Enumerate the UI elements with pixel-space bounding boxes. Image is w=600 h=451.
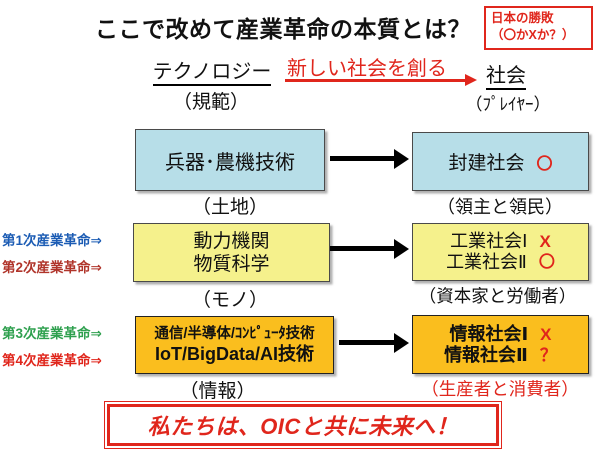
header-technology: テクノロジー bbox=[152, 55, 272, 86]
caption-lords-people: （領主と領民） bbox=[437, 197, 563, 217]
black-arrow-3-icon bbox=[339, 340, 394, 345]
red-arrow-icon bbox=[285, 79, 465, 82]
header-society: 社会 bbox=[482, 59, 530, 90]
society-feudal-mark: 〇 bbox=[536, 155, 553, 173]
japan-winloss-line2: （〇かXか？） bbox=[491, 28, 575, 42]
black-arrow-1-icon bbox=[330, 156, 394, 161]
caption-goods: （モノ） bbox=[191, 290, 268, 311]
caption-capitalists-workers: （資本家と労働者） bbox=[418, 286, 577, 306]
society-box-feudal: 封建社会 〇 bbox=[412, 132, 589, 191]
black-arrow-2-icon bbox=[330, 246, 394, 251]
header-technology-label: テクノロジー bbox=[152, 61, 272, 86]
tech-industrial-line2: 物質科学 bbox=[193, 253, 270, 275]
society-information-line1: 情報社会Ⅰ X bbox=[449, 324, 551, 345]
society-industrial1-mark: X bbox=[539, 232, 551, 251]
society-industrial1-label: 工業社会Ⅰ bbox=[450, 231, 528, 251]
page-title: ここで改めて産業革命の本質とは？ bbox=[95, 16, 471, 42]
label-revolution-1: 第1次産業革命⇒ bbox=[2, 233, 102, 248]
society-box-information: 情報社会Ⅰ X 情報社会Ⅱ ？ bbox=[412, 315, 589, 374]
tech-information-line2: IoT/BigData/AI技術 bbox=[154, 344, 314, 364]
society-box-feudal-line: 封建社会 〇 bbox=[448, 148, 552, 175]
header-slogan: 新しい社会を創る bbox=[287, 58, 447, 80]
society-feudal-label: 封建社会 bbox=[448, 153, 525, 174]
footer-banner: 私たちは、OICと共に未来へ！ bbox=[104, 401, 502, 449]
header-society-label: 社会 bbox=[486, 65, 526, 90]
caption-information: （情報） bbox=[179, 381, 256, 402]
japan-winloss-box: 日本の勝敗 （〇かXか？） bbox=[484, 6, 593, 50]
label-revolution-2: 第2次産業革命⇒ bbox=[2, 260, 102, 275]
society-industrial-line1: 工業社会Ⅰ X bbox=[450, 231, 551, 252]
caption-producers-consumers: （生産者と消費者） bbox=[421, 379, 579, 399]
society-information1-label: 情報社会Ⅰ bbox=[449, 323, 529, 344]
footer-slogan: 私たちは、OICと共に未来へ！ bbox=[147, 414, 459, 439]
japan-winloss-line1: 日本の勝敗 bbox=[491, 11, 554, 25]
society-industrial-line2: 工業社会Ⅱ 〇 bbox=[446, 252, 555, 273]
header-technology-caption: （規範） bbox=[172, 92, 249, 113]
society-industrial2-mark: 〇 bbox=[538, 254, 555, 271]
tech-box-feudal-label: 兵器･農機技術 bbox=[165, 151, 295, 174]
society-information2-mark: ？ bbox=[539, 345, 557, 365]
society-box-industrial: 工業社会Ⅰ X 工業社会Ⅱ 〇 bbox=[412, 223, 589, 281]
tech-information-line1: 通信/半導体/ｺﾝﾋﾟｭｰﾀ技術 bbox=[154, 326, 315, 342]
tech-box-feudal: 兵器･農機技術 bbox=[135, 129, 325, 191]
header-society-caption: （ﾌﾟﾚｲﾔｰ） bbox=[465, 95, 551, 114]
tech-industrial-line1: 動力機関 bbox=[193, 230, 270, 252]
label-revolution-3: 第3次産業革命⇒ bbox=[2, 326, 102, 341]
tech-box-industrial: 動力機関 物質科学 bbox=[133, 223, 330, 282]
tech-box-information: 通信/半導体/ｺﾝﾋﾟｭｰﾀ技術 IoT/BigData/AI技術 bbox=[135, 316, 334, 374]
society-information1-mark: X bbox=[540, 324, 552, 344]
society-information2-label: 情報社会Ⅱ bbox=[444, 344, 528, 365]
caption-land: （土地） bbox=[191, 197, 268, 218]
label-revolution-4: 第4次産業革命⇒ bbox=[2, 353, 102, 368]
society-industrial2-label: 工業社会Ⅱ bbox=[446, 252, 527, 272]
society-information-line2: 情報社会Ⅱ ？ bbox=[444, 345, 557, 366]
